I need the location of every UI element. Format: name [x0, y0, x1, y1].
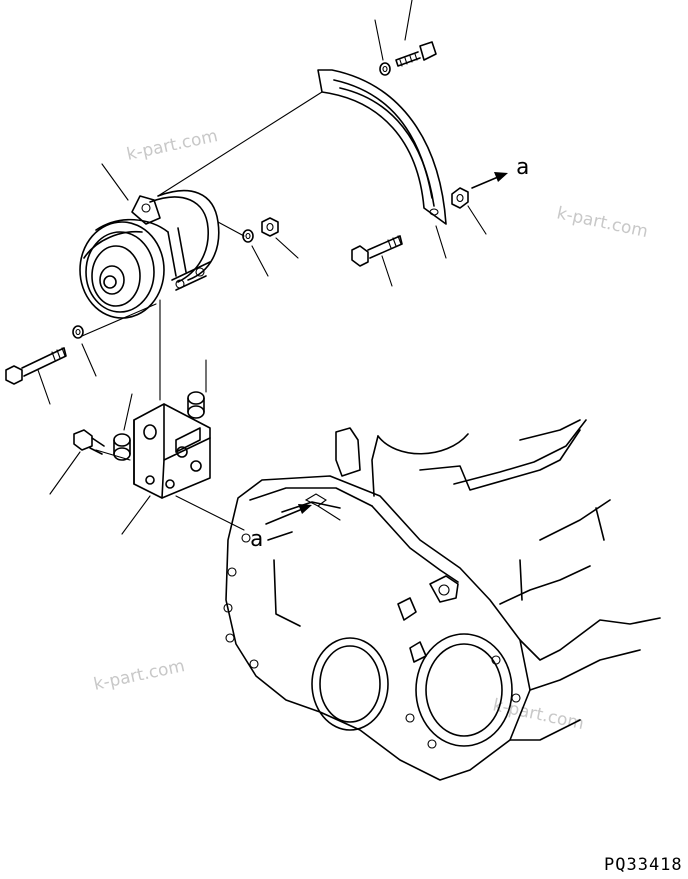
alternator-nut — [261, 217, 299, 259]
watermark-text: k-part.com — [125, 126, 220, 165]
mounting-bracket — [121, 403, 211, 535]
adjusting-bolt — [351, 235, 403, 287]
front-case — [223, 475, 661, 781]
adjusting-strap — [317, 69, 447, 259]
top-washer — [374, 19, 391, 76]
reference-mark: a — [516, 155, 529, 180]
engine-block — [335, 419, 611, 605]
watermark-text: k-part.com — [555, 203, 650, 242]
flange-bolt — [49, 429, 105, 495]
reference-arrow-a: a — [471, 155, 529, 189]
spacer — [113, 393, 133, 461]
watermark-text: k-part.com — [92, 656, 187, 695]
long-bolt-washer — [72, 325, 97, 377]
reference-mark: a — [250, 527, 263, 552]
spacer — [187, 359, 207, 419]
drawing-code: PQ33418 — [604, 855, 683, 875]
alternator-washer — [242, 229, 269, 277]
reference-arrow-a: a — [250, 493, 341, 552]
top-bolt — [395, 0, 437, 67]
alignment-lines — [81, 91, 323, 531]
watermark-text: k-part.com — [491, 695, 586, 734]
strap-nut — [451, 187, 487, 235]
alternator — [79, 163, 220, 319]
long-bolt — [5, 347, 67, 405]
